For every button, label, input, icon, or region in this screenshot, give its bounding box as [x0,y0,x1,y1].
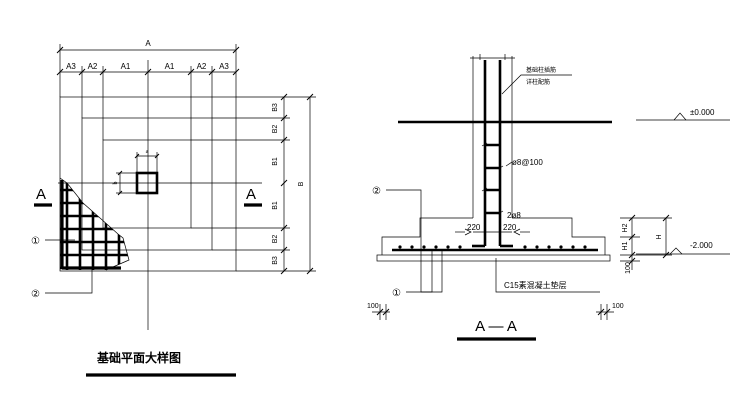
stirrup-label: ø8@100 [512,158,543,167]
level-top: ±0.000 [690,108,715,117]
dim-right-3: B1 [272,157,279,166]
dim-right-1: B3 [272,103,279,112]
dim-100-bottom-right: 100 [612,303,624,310]
dim-seg-4: A1 [165,62,175,71]
dim-right-5: B2 [272,235,279,244]
dim-right-2: B2 [272,125,279,134]
dim-col-b: b [113,182,119,185]
rebar-mesh [59,177,130,271]
footing-profile-right [512,217,606,255]
dim-100-right: 100 [625,262,632,274]
cushion-label: C15素混凝土垫层 [504,280,567,290]
dim-seg-3: A1 [121,62,131,71]
dim-100-bottom-left: 100 [367,303,379,310]
bottom-rebar-dots [398,245,587,249]
column-note-line1: 基础柱插筋 [526,66,556,74]
column-note-line2: 详柱配筋 [526,78,550,86]
plan-title: 基础平面大样图 [96,350,181,365]
dim-seg-6: A3 [219,62,229,71]
level-bottom: -2.000 [690,241,713,250]
dim-220-right: 220 [503,223,517,232]
plan-middle-step [81,117,213,251]
plan-callout-2: ② [31,289,40,300]
section-label-left: A [36,186,46,203]
cushion-leader [495,258,600,293]
dim-h1: H1 [622,241,629,250]
plan-inner-step [102,139,192,229]
stirrups [481,142,504,215]
plan-callout-1: ① [31,236,40,247]
footing-profile-left [381,217,473,255]
dim-col-a: a [146,149,149,155]
dim-220-left: 220 [467,223,481,232]
dim-right-6: B3 [272,256,279,265]
dim-h: H [656,234,663,239]
dim-total-right: B [298,181,305,186]
dim-seg-1: A3 [66,62,76,71]
column-note-leader [501,74,572,95]
bar-label: 2ø8 [507,211,521,220]
dim-seg-2: A2 [88,62,98,71]
cushion-layer [376,254,611,262]
dim-total-top: A [145,39,151,48]
plan-view: A A3 A2 A1 A1 A2 A3 [31,39,316,377]
section-callout-1-leader [406,250,433,293]
section-view: 基础柱插筋 详柱配筋 ±0.000 -2.000 [367,54,730,341]
dim-seg-5: A2 [197,62,207,71]
section-callout-2: ② [372,186,381,197]
section-title: A — A [475,318,517,335]
section-label-right: A [246,186,256,203]
dim-right-4: B1 [272,201,279,210]
section-callout-1: ① [392,288,401,299]
dim-h2: H2 [622,223,629,232]
section-callout-2-leader [386,189,443,293]
